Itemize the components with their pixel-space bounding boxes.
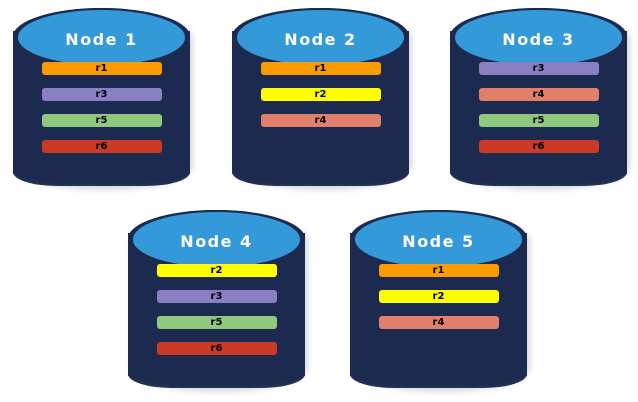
cylinder-top-cap bbox=[15, 8, 188, 67]
replica-bar-r3[interactable]: r3 bbox=[156, 290, 277, 303]
replica-list: r3 r4 r5 r6 bbox=[450, 62, 627, 166]
cylinder-bottom-cap bbox=[350, 359, 527, 388]
replica-bar-r2[interactable]: r2 bbox=[156, 264, 277, 277]
cylinder-top-cap bbox=[352, 210, 525, 269]
node-title-label: Node 1 bbox=[65, 29, 138, 49]
replica-bar-r2[interactable]: r2 bbox=[378, 290, 499, 303]
replica-bar-r1[interactable]: r1 bbox=[41, 62, 162, 75]
cylinder-bottom-cap bbox=[232, 157, 409, 186]
replica-bar-r6[interactable]: r6 bbox=[478, 140, 599, 153]
replica-bar-r1[interactable]: r1 bbox=[378, 264, 499, 277]
replica-bar-r5[interactable]: r5 bbox=[478, 114, 599, 127]
database-cylinder-node-3[interactable]: Node 3 r3 r4 r5 r6 bbox=[450, 8, 630, 190]
replica-bar-r5[interactable]: r5 bbox=[156, 316, 277, 329]
node-title-label: Node 2 bbox=[284, 29, 357, 49]
cylinder-top-cap bbox=[130, 210, 303, 269]
cylinder-bottom-cap bbox=[450, 157, 627, 186]
node-title-label: Node 4 bbox=[180, 231, 253, 251]
replica-list: r1 r2 r4 bbox=[232, 62, 409, 140]
cylinder-bottom-cap bbox=[13, 157, 190, 186]
replica-list: r2 r3 r5 r6 bbox=[128, 264, 305, 368]
cylinder-top-cap bbox=[452, 8, 625, 67]
replica-bar-r1[interactable]: r1 bbox=[260, 62, 381, 75]
cylinder-bottom-cap bbox=[128, 359, 305, 388]
node-title-label: Node 5 bbox=[402, 231, 475, 251]
replica-bar-r6[interactable]: r6 bbox=[156, 342, 277, 355]
replica-bar-r3[interactable]: r3 bbox=[41, 88, 162, 101]
replica-bar-r2[interactable]: r2 bbox=[260, 88, 381, 101]
replica-bar-r5[interactable]: r5 bbox=[41, 114, 162, 127]
database-cylinder-node-5[interactable]: Node 5 r1 r2 r4 bbox=[350, 210, 530, 392]
replica-bar-r6[interactable]: r6 bbox=[41, 140, 162, 153]
database-cylinder-node-2[interactable]: Node 2 r1 r2 r4 bbox=[232, 8, 412, 190]
replica-list: r1 r3 r5 r6 bbox=[13, 62, 190, 166]
replica-bar-r4[interactable]: r4 bbox=[260, 114, 381, 127]
replica-list: r1 r2 r4 bbox=[350, 264, 527, 342]
database-cylinder-node-4[interactable]: Node 4 r2 r3 r5 r6 bbox=[128, 210, 308, 392]
replica-bar-r4[interactable]: r4 bbox=[478, 88, 599, 101]
cylinder-top-cap bbox=[234, 8, 407, 67]
node-title-label: Node 3 bbox=[502, 29, 575, 49]
database-cylinder-node-1[interactable]: Node 1 r1 r3 r5 r6 bbox=[13, 8, 193, 190]
replica-bar-r3[interactable]: r3 bbox=[478, 62, 599, 75]
replica-bar-r4[interactable]: r4 bbox=[378, 316, 499, 329]
